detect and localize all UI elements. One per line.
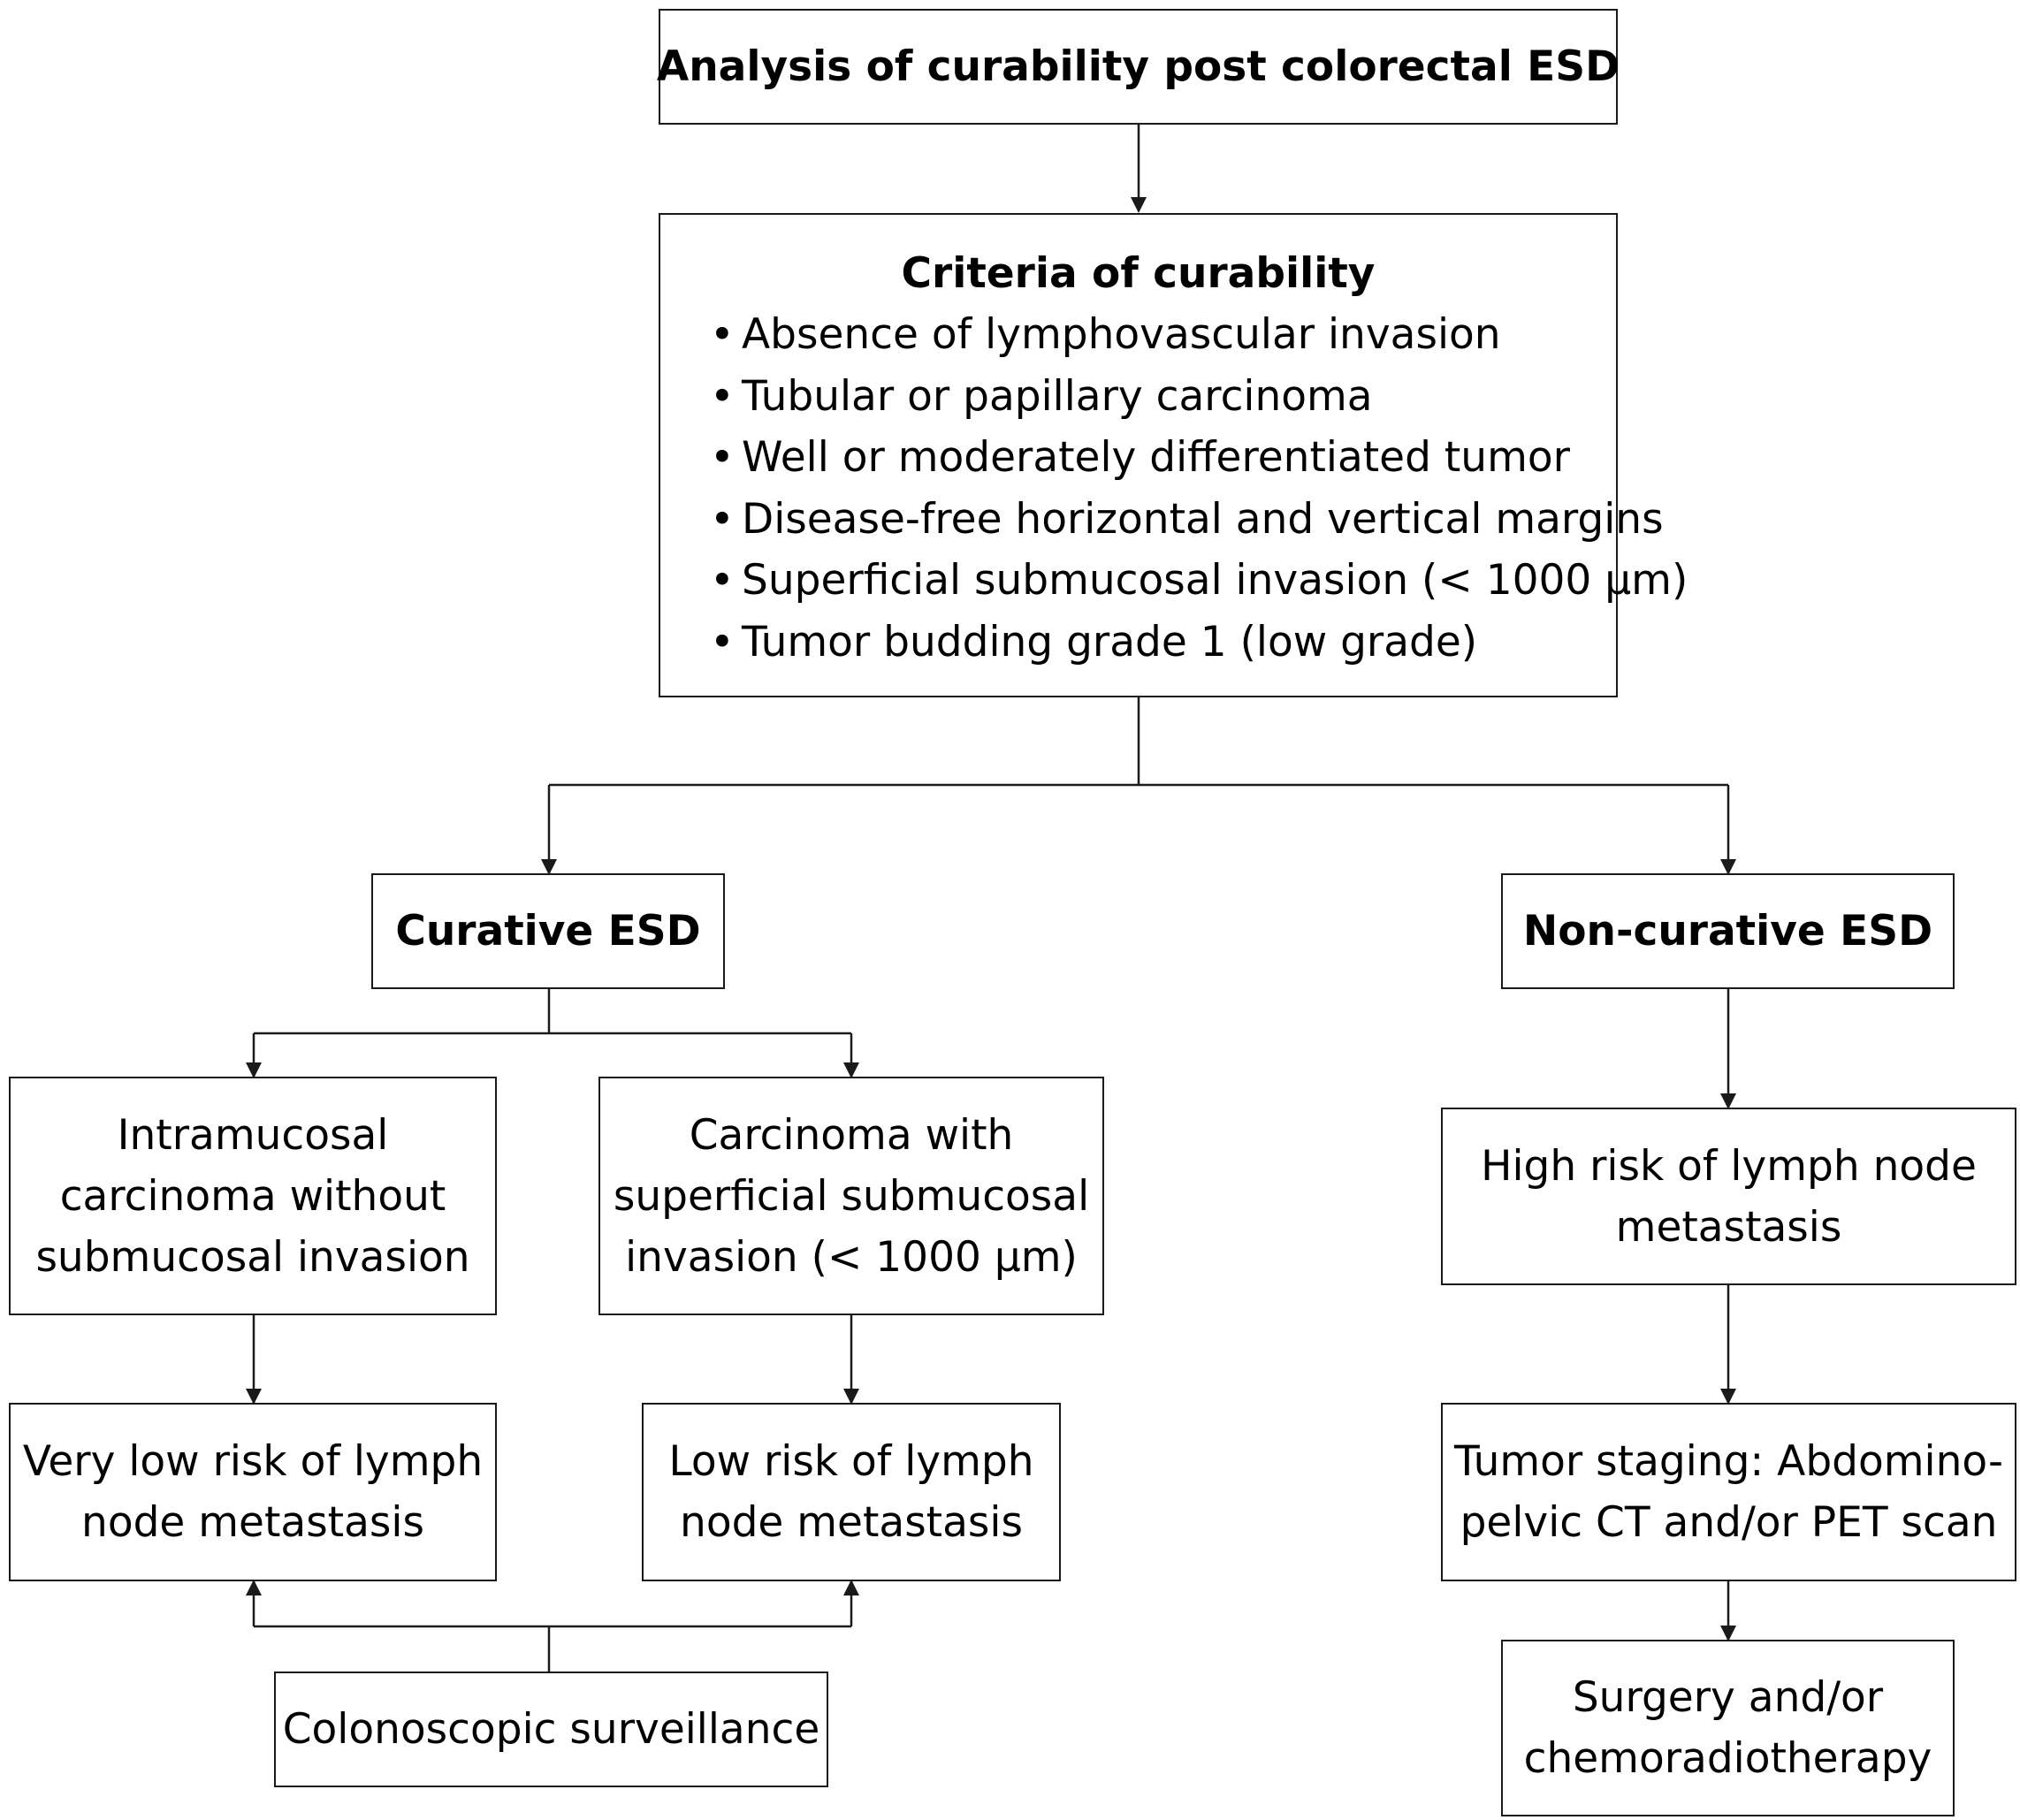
criteria-item-text: Disease-free horizontal and vertical mar…: [742, 494, 1664, 544]
superficial-line-3: invasion (< 1000 μm): [625, 1232, 1078, 1282]
criteria-heading: Criteria of curability: [901, 249, 1376, 298]
criteria-item: •Absence of lymphovascular invasion: [710, 304, 1688, 366]
low-risk-line-2: node metastasis: [680, 1498, 1023, 1547]
low-risk-line-1: Low risk of lymph: [668, 1437, 1034, 1486]
title-text: Analysis of curability post colorectal E…: [656, 42, 1620, 91]
noncurative-esd-label: Non-curative ESD: [1522, 907, 1933, 956]
criteria-item: •Tumor budding grade 1 (low grade): [710, 612, 1688, 674]
bullet-icon: •: [710, 494, 735, 544]
superficial-invasion-box: Carcinoma with superficial submucosal in…: [598, 1077, 1104, 1315]
criteria-box: Criteria of curability •Absence of lymph…: [659, 213, 1688, 697]
superficial-line-1: Carcinoma with: [689, 1110, 1014, 1160]
bullet-icon: •: [710, 433, 735, 482]
treatment-box: Surgery and/or chemoradiotherapy: [1501, 1640, 1955, 1816]
tumor-staging-box: Tumor staging: Abdomino- pelvic CT and/o…: [1441, 1403, 2016, 1581]
criteria-item: •Superficial submucosal invasion (< 1000…: [710, 550, 1688, 612]
criteria-list: •Absence of lymphovascular invasion •Tub…: [710, 304, 1688, 673]
criteria-item: •Well or moderately differentiated tumor: [710, 427, 1688, 489]
criteria-item-text: Tumor budding grade 1 (low grade): [742, 617, 1478, 666]
intramucosal-carcinoma-box: Intramucosal carcinoma without submucosa…: [9, 1077, 497, 1315]
superficial-line-2: superficial submucosal: [613, 1171, 1090, 1221]
criteria-item-text: Superficial submucosal invasion (< 1000 …: [742, 556, 1688, 605]
very-low-risk-box: Very low risk of lymph node metastasis: [9, 1403, 497, 1581]
noncurative-esd-box: Non-curative ESD: [1501, 873, 1955, 989]
intramucosal-line-2: carcinoma without: [59, 1171, 446, 1221]
criteria-item-text: Well or moderately differentiated tumor: [742, 433, 1570, 482]
staging-line-2: pelvic CT and/or PET scan: [1460, 1498, 1998, 1547]
criteria-item-text: Absence of lymphovascular invasion: [742, 310, 1501, 359]
staging-line-1: Tumor staging: Abdomino-: [1454, 1437, 2003, 1486]
high-risk-box: High risk of lymph node metastasis: [1441, 1108, 2016, 1285]
treatment-line-2: chemoradiotherapy: [1523, 1734, 1932, 1783]
very-low-risk-line-1: Very low risk of lymph: [22, 1437, 484, 1486]
high-risk-line-1: High risk of lymph node: [1481, 1141, 1977, 1191]
bullet-icon: •: [710, 556, 735, 605]
low-risk-box: Low risk of lymph node metastasis: [642, 1403, 1061, 1581]
intramucosal-line-3: submucosal invasion: [35, 1232, 470, 1282]
criteria-item-text: Tubular or papillary carcinoma: [742, 371, 1373, 421]
curative-esd-box: Curative ESD: [371, 873, 725, 989]
criteria-item: •Tubular or papillary carcinoma: [710, 366, 1688, 428]
bullet-icon: •: [710, 371, 735, 421]
curative-esd-label: Curative ESD: [395, 907, 701, 956]
bullet-icon: •: [710, 310, 735, 359]
criteria-item: •Disease-free horizontal and vertical ma…: [710, 489, 1688, 551]
intramucosal-line-1: Intramucosal: [117, 1110, 389, 1160]
high-risk-line-2: metastasis: [1615, 1202, 1842, 1252]
bullet-icon: •: [710, 617, 735, 666]
colonoscopic-surveillance-box: Colonoscopic surveillance: [274, 1672, 828, 1787]
surveillance-label: Colonoscopic surveillance: [282, 1705, 820, 1754]
treatment-line-1: Surgery and/or: [1572, 1673, 1884, 1722]
very-low-risk-line-2: node metastasis: [81, 1498, 424, 1547]
title-box: Analysis of curability post colorectal E…: [656, 9, 1620, 125]
